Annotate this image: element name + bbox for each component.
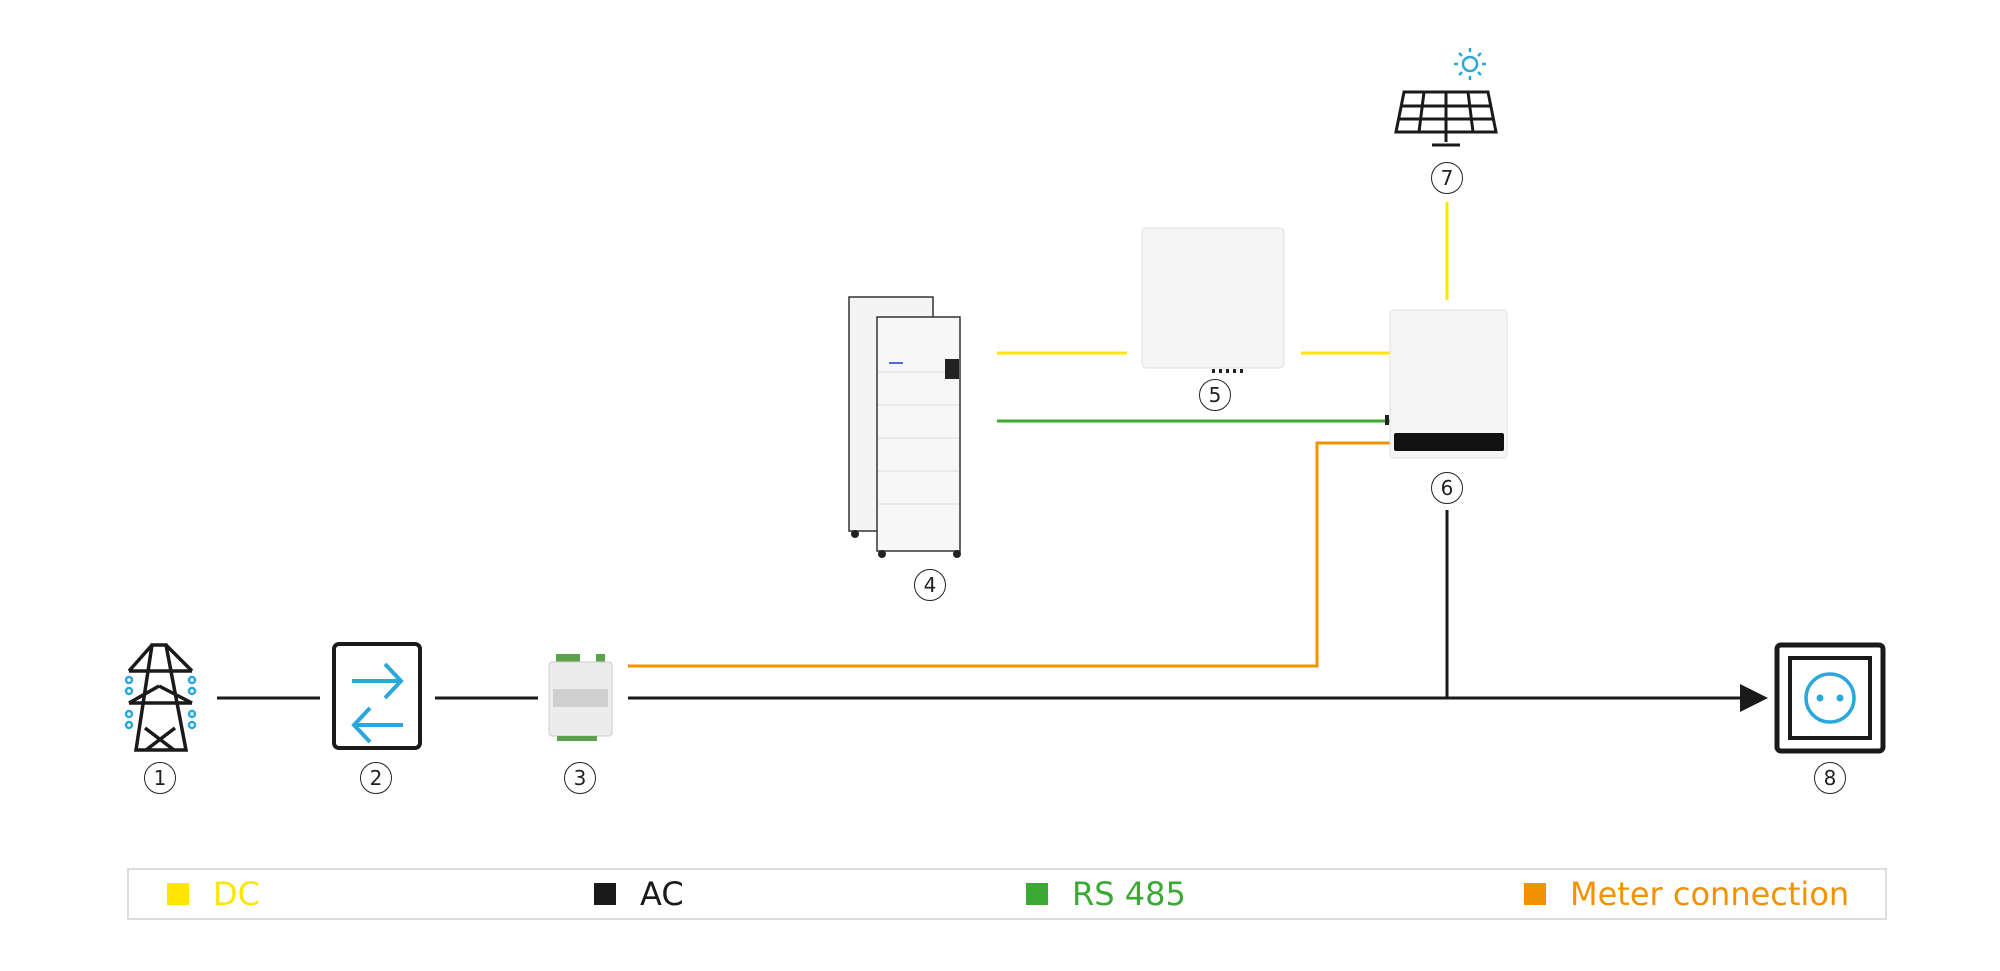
component-number-1: 1	[144, 762, 176, 794]
legend-swatch-meter	[1524, 883, 1546, 905]
battery-inverter-icon	[1141, 227, 1285, 373]
power-tower-icon	[124, 643, 197, 752]
ac-lines	[217, 510, 1742, 700]
solar-panel-icon	[1394, 48, 1498, 147]
arrow-head-icon	[1740, 684, 1768, 712]
legend-item-rs485: RS 485	[1026, 870, 1186, 918]
battery-stack-icon	[848, 296, 961, 558]
component-number-6: 6	[1431, 472, 1463, 504]
legend: DC AC RS 485 Meter connection	[127, 868, 1887, 920]
energy-meter-icon	[548, 654, 613, 741]
component-number-3: 3	[564, 762, 596, 794]
power-socket-icon	[1774, 642, 1886, 754]
legend-label: AC	[640, 875, 684, 913]
legend-item-dc: DC	[167, 870, 260, 918]
component-number-4: 4	[914, 569, 946, 601]
legend-swatch-dc	[167, 883, 189, 905]
legend-item-ac: AC	[594, 870, 684, 918]
component-number-2: 2	[360, 762, 392, 794]
legend-label: DC	[213, 875, 260, 913]
legend-label: RS 485	[1072, 875, 1186, 913]
legend-item-meter: Meter connection	[1524, 870, 1849, 918]
sun-icon	[1454, 48, 1486, 80]
dc-lines	[997, 202, 1449, 355]
component-number-8: 8	[1814, 762, 1846, 794]
hybrid-inverter-icon	[1385, 309, 1508, 459]
bidirectional-arrows-icon	[332, 642, 422, 750]
component-number-5: 5	[1199, 379, 1231, 411]
legend-label: Meter connection	[1570, 875, 1850, 913]
component-number-7: 7	[1431, 162, 1463, 194]
meter-connection-line	[628, 441, 1390, 668]
legend-swatch-rs485	[1026, 883, 1048, 905]
legend-swatch-ac	[594, 883, 616, 905]
